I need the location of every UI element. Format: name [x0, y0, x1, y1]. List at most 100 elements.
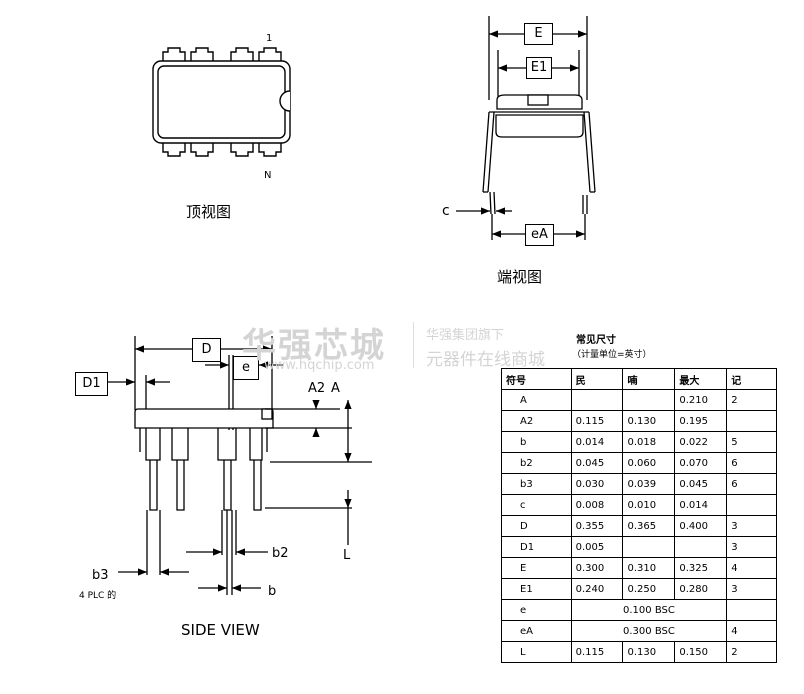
header-nom: 喃	[622, 368, 676, 390]
cell-note: 2	[726, 389, 777, 411]
cell-nom: 0.250	[622, 578, 676, 600]
header-note: 记	[726, 368, 777, 390]
cell-note	[726, 410, 777, 432]
cell-min: 0.008	[570, 494, 624, 516]
cell-nom	[622, 389, 676, 411]
cell-nom: 0.310	[622, 557, 676, 579]
cell-nom: 0.010	[622, 494, 676, 516]
cell-symbol: A	[501, 389, 572, 411]
table-header-row: 符号 民 喃 最大 记	[501, 368, 777, 390]
table-subtitle: （计量单位=英寸）	[572, 350, 652, 360]
cell-min: 0.030	[570, 473, 624, 495]
cell-nom: 0.365	[622, 515, 676, 537]
cell-nom: 0.060	[622, 452, 676, 474]
cell-min: 0.355	[570, 515, 624, 537]
dim-E-label: E	[524, 23, 553, 45]
cell-symbol: A2	[501, 410, 572, 432]
end-view-caption: 端视图	[497, 268, 543, 286]
cell-note: 3	[726, 578, 777, 600]
cell-bsc: 0.100 BSC	[570, 599, 728, 621]
pin1-label: 1	[266, 33, 273, 44]
cell-nom: 0.130	[622, 410, 676, 432]
cell-note: 5	[726, 431, 777, 453]
dim-c-label: c	[442, 203, 450, 219]
cell-max: 0.022	[674, 431, 728, 453]
cell-max: 0.210	[674, 389, 728, 411]
cell-symbol: b2	[501, 452, 572, 474]
dim-b3-note: 4 PLC 的	[79, 591, 117, 601]
cell-note: 6	[726, 473, 777, 495]
cell-symbol: b3	[501, 473, 572, 495]
header-min: 民	[570, 368, 624, 390]
dim-L-label: L	[343, 548, 351, 563]
cell-max: 0.325	[674, 557, 728, 579]
watermark-slogan-1: 华强集团旗下	[426, 328, 505, 343]
cell-symbol: D1	[501, 536, 572, 558]
dim-e-label: e	[233, 356, 259, 380]
cell-note: 4	[726, 557, 777, 579]
cell-nom	[622, 536, 676, 558]
cell-symbol: L	[501, 641, 572, 663]
cell-nom: 0.018	[622, 431, 676, 453]
dim-eA-label: eA	[525, 224, 554, 246]
cell-symbol: b	[501, 431, 572, 453]
cell-min: 0.115	[570, 410, 624, 432]
cell-max	[674, 536, 728, 558]
cell-note	[726, 599, 777, 621]
dim-A2-label: A2	[308, 381, 326, 396]
header-symbol: 符号	[501, 368, 572, 390]
cell-symbol: eA	[501, 620, 572, 642]
cell-max: 0.400	[674, 515, 728, 537]
watermark-slogan-2: 元器件在线商城	[426, 350, 545, 370]
cell-max: 0.150	[674, 641, 728, 663]
top-view-drawing	[152, 47, 291, 157]
cell-note	[726, 494, 777, 516]
dim-E1-label: E1	[526, 57, 552, 79]
dim-D-label: D	[192, 338, 221, 362]
dim-b-label: b	[268, 584, 277, 599]
cell-note: 4	[726, 620, 777, 642]
watermark-url: www.hqchip.com	[264, 358, 375, 373]
cell-note: 2	[726, 641, 777, 663]
header-max: 最大	[674, 368, 728, 390]
dim-b3-label: b3	[92, 568, 109, 583]
cell-bsc: 0.300 BSC	[570, 620, 728, 642]
cell-symbol: E	[501, 557, 572, 579]
end-view-drawing	[456, 16, 596, 240]
watermark-brand: 华强芯城	[242, 326, 386, 366]
cell-note: 3	[726, 536, 777, 558]
dim-D1-label: D1	[75, 372, 108, 396]
cell-max: 0.014	[674, 494, 728, 516]
table-title: 常见尺寸	[576, 335, 616, 346]
cell-min	[570, 389, 624, 411]
cell-min: 0.045	[570, 452, 624, 474]
top-view-caption: 顶视图	[186, 203, 232, 221]
cell-symbol: e	[501, 599, 572, 621]
cell-note: 3	[726, 515, 777, 537]
cell-max: 0.045	[674, 473, 728, 495]
side-view-drawing	[108, 336, 372, 595]
cell-max: 0.195	[674, 410, 728, 432]
cell-nom: 0.039	[622, 473, 676, 495]
cell-symbol: c	[501, 494, 572, 516]
cell-min: 0.300	[570, 557, 624, 579]
cell-min: 0.115	[570, 641, 624, 663]
cell-symbol: D	[501, 515, 572, 537]
cell-max: 0.070	[674, 452, 728, 474]
pinN-label: N	[264, 170, 272, 181]
cell-nom: 0.130	[622, 641, 676, 663]
